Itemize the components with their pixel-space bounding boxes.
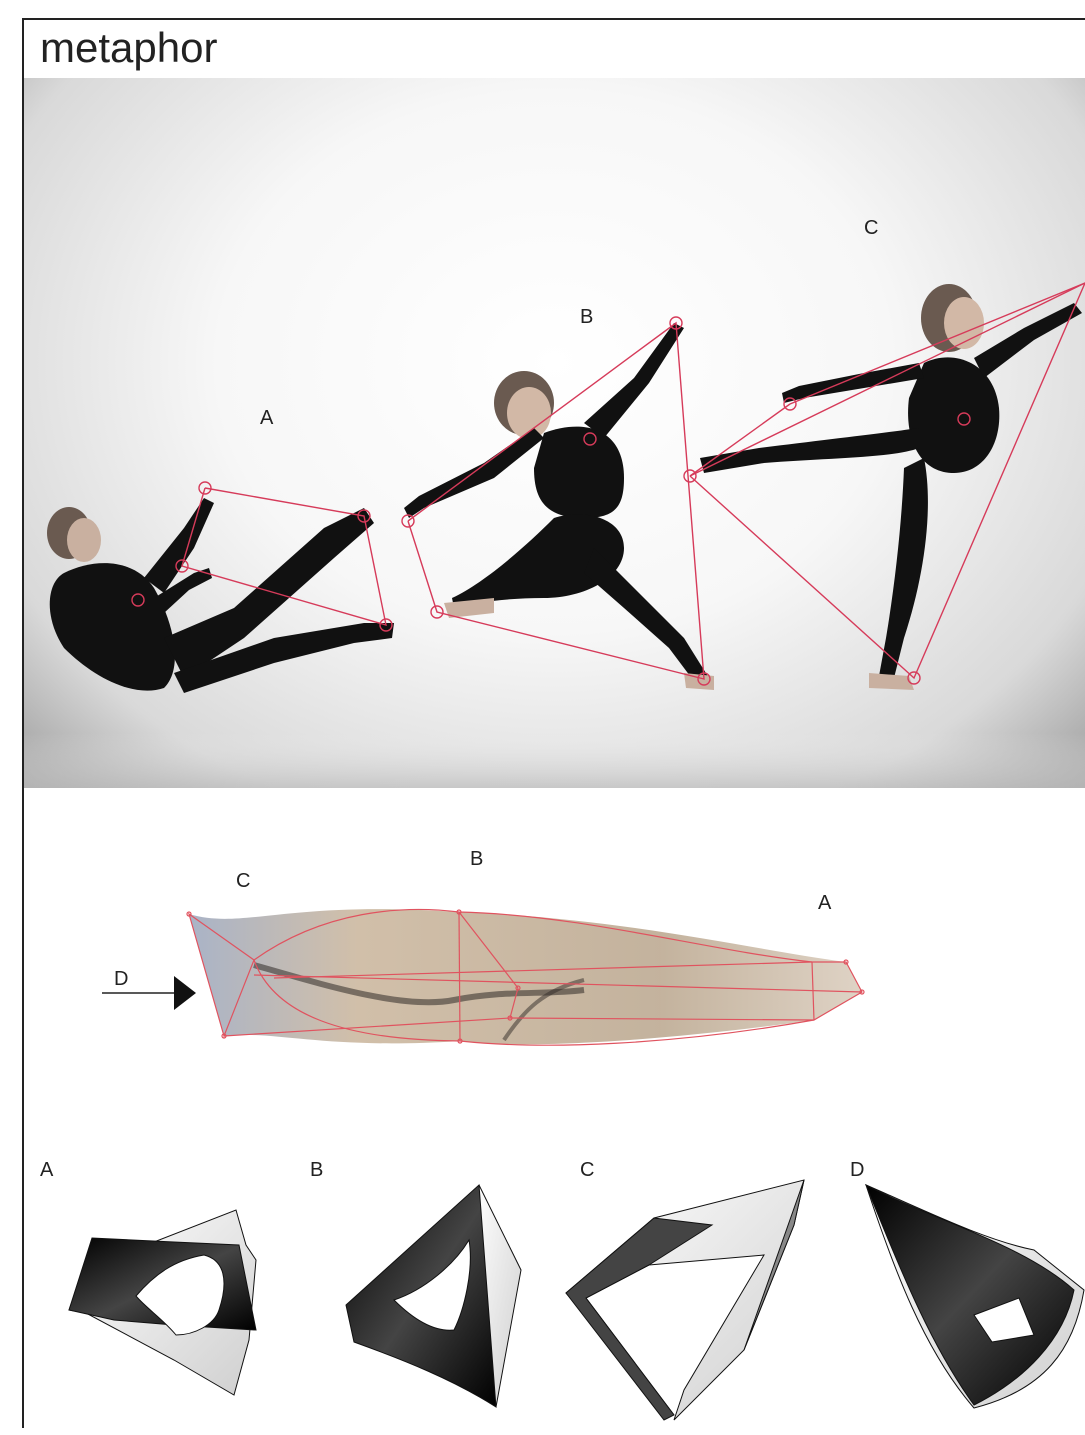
section-form-a (69, 1210, 256, 1395)
dancer-c-figure (700, 284, 1082, 690)
pose-label-b: B (580, 305, 593, 329)
pose-label-c: C (864, 216, 878, 240)
section-form-b (346, 1185, 521, 1407)
section-forms-panel: A B C D (24, 1150, 1085, 1435)
composite-label-b: B (470, 847, 483, 871)
composite-form-panel: C B A D (24, 800, 1085, 1100)
section-label-b: B (310, 1158, 323, 1182)
composite-label-c: C (236, 869, 250, 893)
floor-shadow (24, 733, 1085, 788)
section-label-c: C (580, 1158, 594, 1182)
section-label-a: A (40, 1158, 53, 1182)
section-form-d (866, 1185, 1084, 1408)
page-title: metaphor (40, 20, 217, 76)
dancer-a-figure (47, 498, 394, 693)
composite-form-illustration (24, 800, 1085, 1100)
dancer-b-figure (404, 323, 714, 690)
section-form-c (566, 1180, 804, 1420)
section-forms-illustration (24, 1150, 1085, 1435)
composite-form (189, 909, 862, 1044)
dance-photo-illustration (24, 78, 1085, 788)
pose-label-a: A (260, 406, 273, 430)
dance-photo-panel: A B C (24, 78, 1085, 788)
section-label-d: D (850, 1158, 864, 1182)
composite-label-d: D (114, 967, 128, 991)
composite-label-a: A (818, 891, 831, 915)
